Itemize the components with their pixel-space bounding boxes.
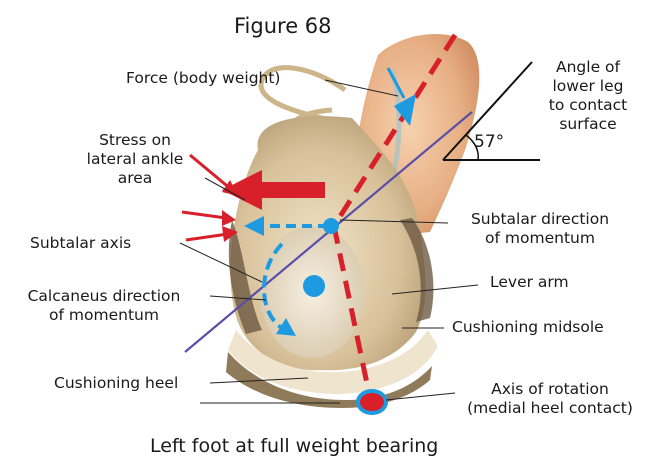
- stress-label: Stress on lateral ankle area: [70, 131, 200, 188]
- subtalar-direction-label: Subtalar direction of momentum: [450, 210, 630, 248]
- stress-arrow: [182, 212, 226, 218]
- cushioning-midsole-label: Cushioning midsole: [452, 318, 604, 337]
- calcaneus-label: Calcaneus direction of momentum: [4, 287, 204, 325]
- subtalar-axis-label: Subtalar axis: [30, 234, 131, 253]
- calcaneus-center-dot: [303, 275, 325, 297]
- cushioning-heel-label: Cushioning heel: [54, 374, 178, 393]
- figure-caption: Left foot at full weight bearing: [150, 435, 438, 457]
- angle-label: Angle of lower leg to contact surface: [528, 58, 648, 134]
- force-label: Force (body weight): [126, 69, 280, 88]
- subtalar-joint-dot: [323, 218, 339, 234]
- stress-arrow: [186, 234, 228, 240]
- angle-value: 57°: [474, 133, 504, 152]
- stress-arrowhead: [222, 210, 236, 226]
- figure-title: Figure 68: [234, 14, 332, 38]
- axis-rotation-label: Axis of rotation (medial heel contact): [450, 380, 650, 418]
- lever-arm-label: Lever arm: [490, 273, 569, 292]
- axis-of-rotation-marker: [358, 391, 386, 413]
